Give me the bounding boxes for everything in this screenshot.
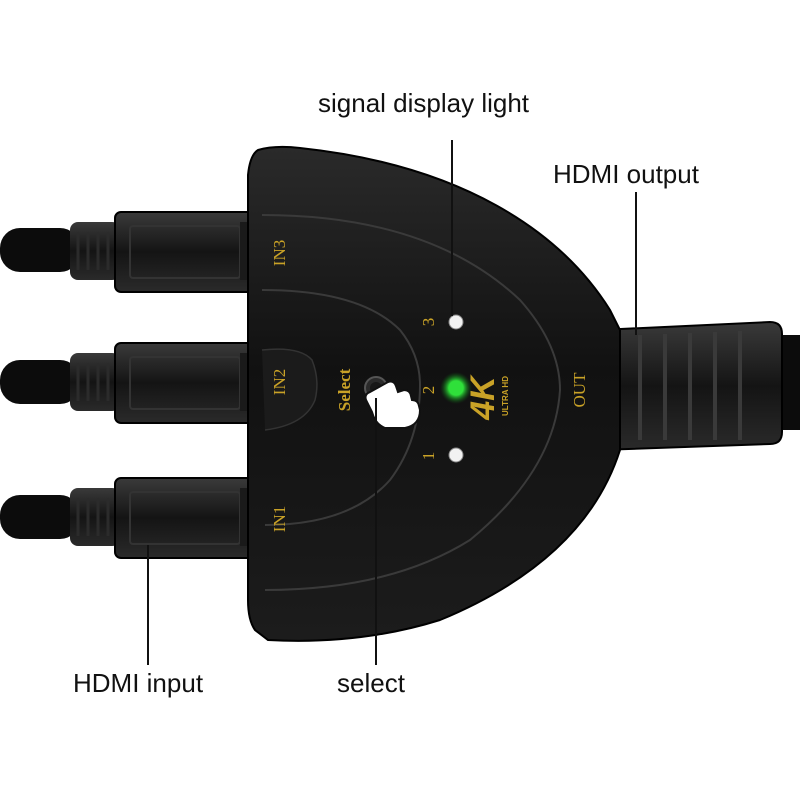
callout-hdmi-input: HDMI input [73,668,204,698]
port-label-in1: IN1 [270,506,289,532]
cable-in3 [0,228,80,272]
cable-in1 [0,495,80,539]
callout-hdmi-output: HDMI output [553,159,699,189]
led-number-1: 1 [419,452,438,461]
ultra-hd-badge: ULTRA HD [501,376,510,416]
plug-grip-ridges [76,232,110,536]
port-label-in3: IN3 [270,240,289,266]
switch-body [247,145,621,642]
input-cables [0,228,80,539]
pointing-hand-icon [364,380,422,429]
cable-in2 [0,360,80,404]
output-cable [599,320,800,452]
led-indicator-1 [448,447,464,463]
led-indicator-2 [440,372,472,404]
4k-badge: 4K [464,374,502,421]
select-label: Select [335,368,354,411]
callout-signal-display-light: signal display light [318,88,530,118]
callout-lines [147,140,637,665]
callout-select: select [337,668,405,698]
port-label-in2: IN2 [270,369,289,395]
led-indicator-3 [448,314,464,330]
output-label: OUT [570,372,589,408]
led-number-3: 3 [419,318,438,327]
led-number-2: 2 [419,386,438,395]
